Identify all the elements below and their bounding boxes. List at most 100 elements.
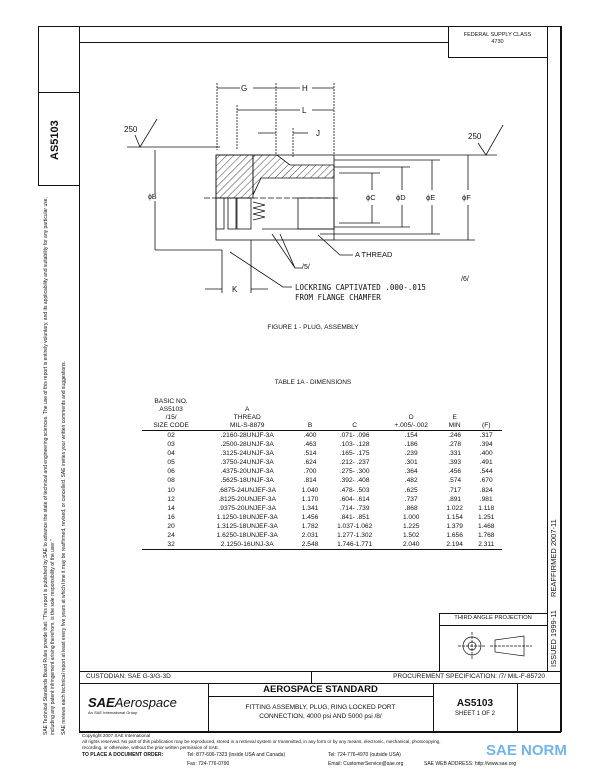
- table-cell: 1.6250-18UNJEF-3A: [216, 532, 278, 540]
- procurement-spec: PROCUREMENT SPECIFICATION: /7/ MIL-F-857…: [393, 673, 545, 680]
- table-cell: .400: [303, 432, 317, 439]
- col-size-code: BASIC NO.AS5103/15/SIZE CODE: [142, 398, 201, 431]
- frame-inner-top: [79, 42, 448, 43]
- table-cell: .3750-24UNJF-3A: [220, 459, 274, 467]
- table-cell: 1.037-1.062: [337, 522, 373, 530]
- fsc-value: 4730: [491, 39, 504, 45]
- table-cell: .2500-28UNJF-3A: [220, 441, 274, 449]
- table-cell: .239: [404, 450, 418, 458]
- table-row: 04.3125-24UNJF-3A.514.165- .175.239.331.…: [142, 449, 502, 458]
- table-cell: 20: [167, 522, 175, 530]
- table-cell: .824: [479, 486, 493, 494]
- projection-top: [439, 613, 547, 614]
- table-cell: 1.768: [477, 532, 495, 540]
- custodian: CUSTODIAN: SAE G-3/G-3D: [86, 673, 171, 680]
- table-cell: 08: [167, 477, 175, 485]
- table-cell: .574: [448, 477, 462, 485]
- table-cell: 16: [167, 513, 175, 521]
- third-angle-projection-symbol: [458, 632, 532, 660]
- table-cell: .331: [448, 450, 462, 458]
- dia-c: ϕC: [366, 193, 376, 202]
- custodian-divider: [311, 671, 312, 683]
- tel-us: Tel: 877-606-7323 (inside USA and Canada…: [187, 752, 286, 758]
- side-block-bottom: [38, 185, 79, 186]
- table-cell: 06: [167, 468, 175, 476]
- dia-b: ϕB: [148, 194, 157, 201]
- dim-l: L: [302, 106, 307, 115]
- logo-tagline: An SAE International Group: [88, 710, 138, 715]
- table-cell: .456: [448, 468, 462, 476]
- table-cell: 10: [167, 486, 175, 494]
- table-cell: 2.040: [383, 540, 439, 551]
- table-cell: 1.170: [301, 495, 319, 503]
- finish-left: 250: [124, 125, 138, 134]
- table-cell: 1.040: [301, 486, 319, 494]
- table-cell: .841- .851: [339, 513, 370, 521]
- dim-k: K: [232, 285, 238, 294]
- table-cell: 12: [167, 495, 175, 503]
- table-cell: .6875-24UNJEF-3A: [218, 486, 276, 494]
- table-cell: .3125-24UNJF-3A: [220, 450, 274, 458]
- table-title: TABLE 1A - DIMENSIONS: [274, 379, 352, 386]
- table-cell: .165- .175: [339, 450, 370, 458]
- table-cell: 24: [167, 532, 175, 540]
- dim-j: J: [316, 129, 320, 138]
- titleblock-mid: [79, 683, 560, 684]
- table-cell: 02: [167, 432, 175, 439]
- table-cell: 2.1250-16UNJ-3A: [200, 540, 295, 551]
- note-6: /6/: [461, 276, 469, 283]
- a-thread-label: A THREAD: [355, 250, 393, 259]
- table-cell: .246: [448, 432, 462, 439]
- table-cell: 1.502: [402, 532, 420, 540]
- table-cell: .400: [479, 450, 493, 458]
- footer-rights: All rights reserved. No part of this pub…: [82, 738, 441, 744]
- table-cell: .814: [303, 477, 317, 485]
- table-cell: .714- .739: [339, 504, 370, 512]
- titleblock-top: [79, 671, 560, 672]
- table-cell: 2.194: [438, 540, 471, 551]
- dia-f: ϕF: [462, 193, 471, 202]
- table-cell: .717: [448, 486, 462, 494]
- table-cell: .981: [479, 495, 493, 503]
- table-cell: .393: [448, 459, 462, 467]
- side-block-divider: [38, 92, 79, 93]
- table-cell: .700: [303, 468, 317, 476]
- title-line-2: CONNECTION, 4000 psi AND 5000 psi /8/: [259, 713, 382, 720]
- lockring-line-2: FROM FLANGE CHAMFER: [295, 293, 381, 302]
- fsc-label: FEDERAL SUPPLY CLASS: [463, 32, 532, 38]
- email: Email: CustomerService@sae.org: [328, 761, 404, 767]
- dim-g: G: [241, 84, 248, 93]
- table-cell: .301: [404, 459, 418, 467]
- title-line-1: FITTING ASSEMBLY, PLUG, RING LOCKED PORT: [245, 704, 396, 711]
- side-block-left: [38, 26, 39, 185]
- col-f: (F): [470, 398, 502, 431]
- lockring-line-1: LOCKRING CAPTIVATED .000-.015: [295, 283, 426, 292]
- web-address: SAE WEB ADDRESS: http://www.sae.org: [424, 761, 516, 767]
- table-cell: .478- .503: [339, 486, 370, 494]
- table-cell: 1.341: [301, 504, 319, 512]
- frame-top: [38, 26, 560, 27]
- table-cell: 2.031: [301, 532, 319, 540]
- table-cell: .624: [303, 459, 317, 467]
- fsc-box-left: [448, 26, 449, 57]
- table-cell: .482: [404, 477, 418, 485]
- dia-d: ϕD: [396, 193, 406, 202]
- projection-left: [439, 613, 440, 671]
- table-cell: .278: [448, 441, 462, 449]
- table-cell: .514: [303, 450, 317, 458]
- table-cell: 1.118: [478, 504, 495, 512]
- table-cell: 1.000: [402, 513, 420, 521]
- table-row: 05.3750-24UNJF-3A.624.212- .237.301.393.…: [142, 458, 502, 467]
- titleblock-bottom: [79, 731, 561, 733]
- table-cell: 1.656: [446, 532, 463, 540]
- table-cell: .491: [479, 459, 493, 467]
- frame-left: [79, 26, 80, 732]
- dim-h: H: [302, 84, 308, 93]
- frame-inner-right: [547, 26, 548, 671]
- table-cell: .212- .237: [339, 459, 370, 467]
- table-row: 06.4375-20UNJF-3A.700.275- .300.364.456.…: [142, 467, 502, 476]
